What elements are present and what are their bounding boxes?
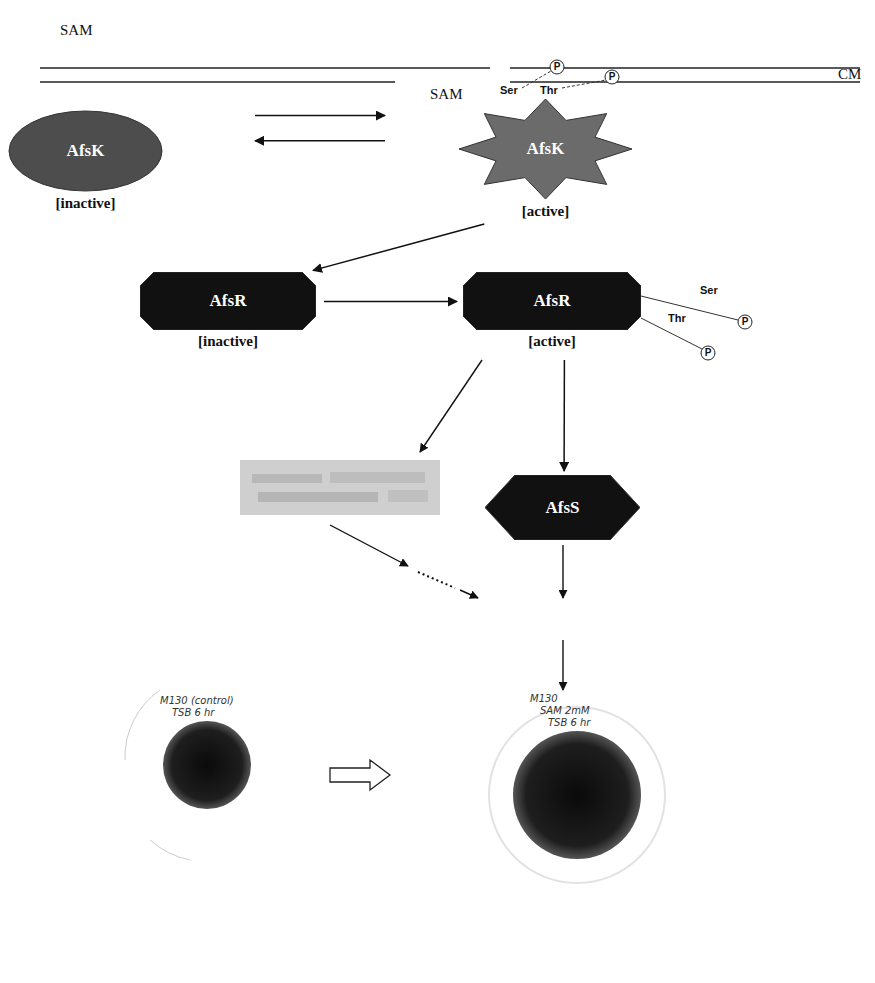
pathway-arrow <box>324 301 457 303</box>
state-caption: [active] <box>463 333 641 350</box>
membrane <box>40 68 860 82</box>
state-caption: [active] <box>458 203 633 220</box>
phosphate-mark: P <box>738 315 752 329</box>
protein-name: AfsR <box>463 272 641 330</box>
residue-label: Thr <box>540 84 558 96</box>
pathway-arrow <box>255 115 385 117</box>
protein-hexagon: AfsS <box>485 475 640 540</box>
pathway-arrow <box>563 360 565 471</box>
phosphate-mark: P <box>701 346 715 360</box>
molecule-label: SAM <box>60 22 93 39</box>
protein-name: AfsR <box>140 272 316 330</box>
open-arrow <box>330 760 390 790</box>
kinase-ellipse: AfsK [inactive] <box>8 110 163 216</box>
protein-name: AfsK <box>458 98 633 200</box>
handwritten-note: TSB 6 hr <box>172 707 215 718</box>
protein-name: AfsS <box>485 475 640 540</box>
handwritten-note: M130 (control) <box>160 695 234 706</box>
residue-label: Ser <box>500 84 518 96</box>
blurred-box <box>240 460 440 515</box>
colony-photos <box>125 690 665 883</box>
membrane-label: CM <box>838 66 861 83</box>
kinase-star: AfsK [active] <box>458 98 633 224</box>
handwritten-note: M130 <box>530 693 558 704</box>
pathway-arrow <box>313 224 484 270</box>
phosphate-mark: P <box>605 70 619 84</box>
handwritten-note: SAM 2mM <box>540 705 590 716</box>
regulator-octagon: AfsR [inactive] <box>140 272 316 354</box>
phosphate-mark: P <box>550 60 564 74</box>
molecule-label: SAM <box>430 86 463 103</box>
residue-label: Thr <box>668 312 686 324</box>
handwritten-note: TSB 6 hr <box>548 717 591 728</box>
state-caption: [inactive] <box>8 195 163 212</box>
pathway-arrow <box>255 140 385 142</box>
regulator-octagon: AfsR [active] <box>463 272 641 354</box>
state-caption: [inactive] <box>140 333 316 350</box>
residue-label: Ser <box>700 284 718 296</box>
protein-name: AfsK <box>8 110 163 192</box>
